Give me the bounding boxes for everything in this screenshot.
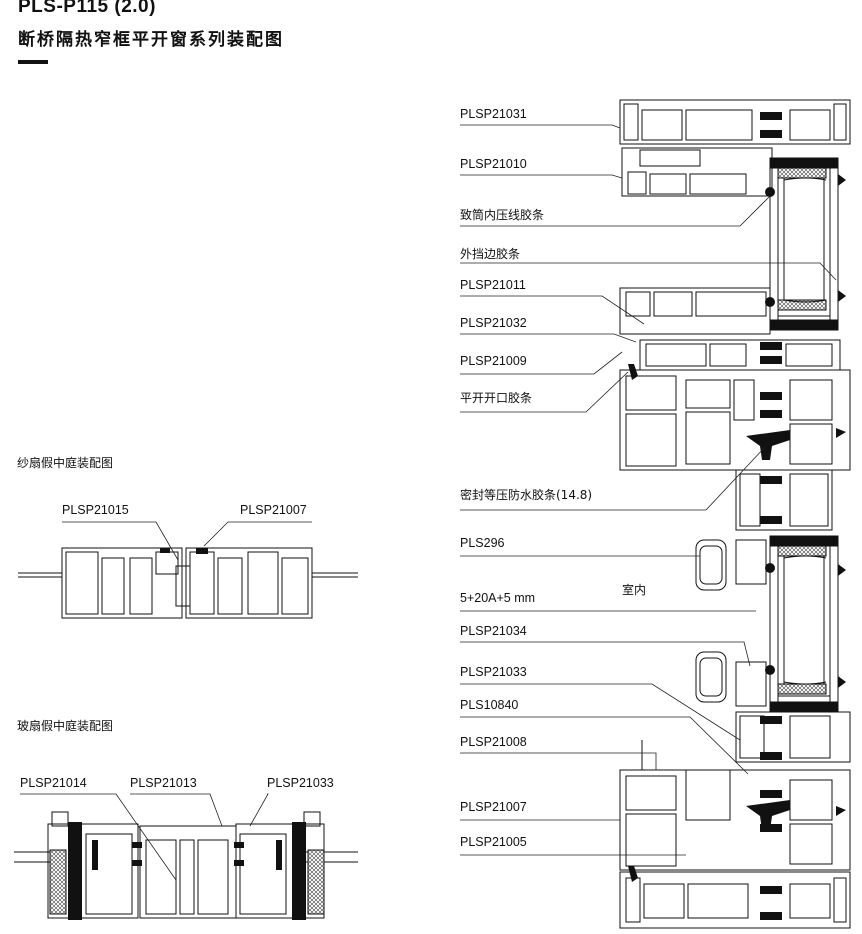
label-casement-gasket: 平开开口胶条 xyxy=(460,391,533,405)
model-number: PLS-P115 (2.0) xyxy=(18,0,156,17)
glass-section-drawing xyxy=(14,811,358,920)
indoor-label: 室内 xyxy=(622,583,647,597)
label-waterproof-gasket: 密封等压防水胶条(14.8) xyxy=(460,488,593,502)
label-plsp21015: PLSP21015 xyxy=(62,503,129,517)
label-plsp21007: PLSP21007 xyxy=(460,800,527,814)
label-plsp21011: PLSP21011 xyxy=(460,278,526,292)
main-section-drawing xyxy=(619,99,851,929)
header: PLS-P115 (2.0) 断桥隔热窄框平开窗系列装配图 xyxy=(18,0,284,64)
label-plsp21033: PLSP21033 xyxy=(460,665,527,679)
label-plsp21014: PLSP21014 xyxy=(20,776,87,790)
label-pls296: PLS296 xyxy=(460,536,505,550)
title-underline xyxy=(18,60,48,64)
label-plsp21007-screen: PLSP21007 xyxy=(240,503,307,517)
label-plsp21010: PLSP21010 xyxy=(460,157,527,171)
screen-section-title: 纱扇假中庭装配图 xyxy=(17,456,114,470)
page-title: 断桥隔热窄框平开窗系列装配图 xyxy=(18,30,284,50)
callout-leaders xyxy=(460,124,837,856)
label-plsp21008: PLSP21008 xyxy=(460,735,527,749)
label-plsp21009: PLSP21009 xyxy=(460,354,527,368)
glass-section-title: 玻扇假中庭装配图 xyxy=(17,719,114,733)
label-glass-spec: 5+20A+5 mm xyxy=(460,591,536,605)
screen-leaders xyxy=(62,521,312,561)
label-plsp21033-glass: PLSP21033 xyxy=(267,776,334,790)
label-plsp21005: PLSP21005 xyxy=(460,835,527,849)
glass-leaders xyxy=(20,793,269,881)
label-pls10840: PLS10840 xyxy=(460,698,519,712)
screen-section-drawing xyxy=(18,547,358,619)
label-inner-bead-gasket: 致筒内压线胶条 xyxy=(460,208,545,222)
label-outer-edge-gasket: 外挡边胶条 xyxy=(460,247,521,261)
label-plsp21013: PLSP21013 xyxy=(130,776,197,790)
label-plsp21034: PLSP21034 xyxy=(460,624,527,638)
label-plsp21032: PLSP21032 xyxy=(460,316,527,330)
label-plsp21031: PLSP21031 xyxy=(460,107,527,121)
